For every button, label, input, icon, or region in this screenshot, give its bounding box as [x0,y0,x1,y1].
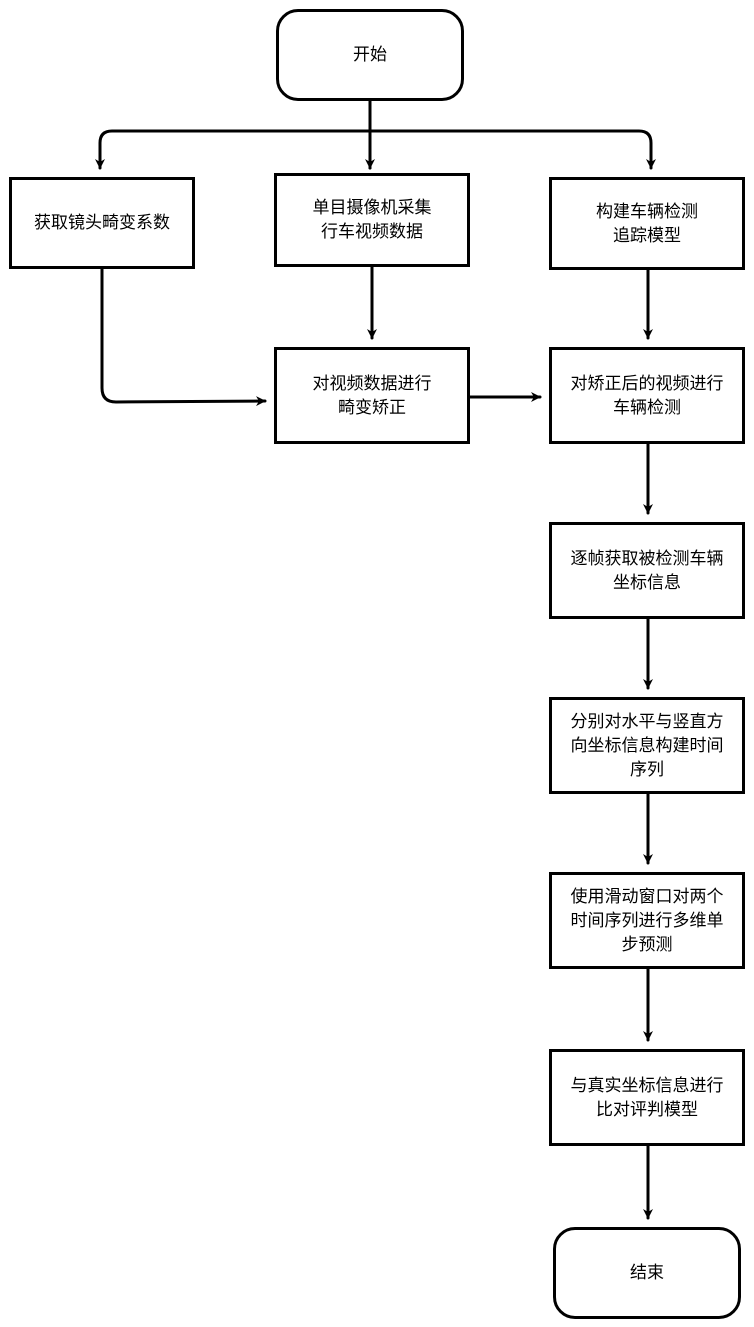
time-series-node: 分别对水平与竖直方 向坐标信息构建时间 序列 [549,697,745,794]
time-series-label: 分别对水平与竖直方 向坐标信息构建时间 序列 [571,710,724,782]
undistort-label: 对视频数据进行 畸变矫正 [313,372,432,420]
frame-coords-node: 逐帧获取被检测车辆 坐标信息 [549,522,745,619]
evaluation-node: 与真实坐标信息进行 比对评判模型 [549,1049,745,1146]
undistort-node: 对视频数据进行 畸变矫正 [274,347,470,444]
build-model-node: 构建车辆检测 追踪模型 [549,177,745,270]
build-model-label: 构建车辆检测 追踪模型 [596,200,698,248]
camera-capture-node: 单目摄像机采集 行车视频数据 [274,173,470,267]
vehicle-detection-node: 对矫正后的视频进行 车辆检测 [549,347,745,444]
lens-distortion-node: 获取镜头畸变系数 [9,177,195,269]
evaluation-label: 与真实坐标信息进行 比对评判模型 [571,1074,724,1122]
edge-start-build-model [370,131,651,168]
start-node-label: 开始 [353,43,387,67]
end-node: 结束 [553,1227,741,1319]
camera-capture-label: 单目摄像机采集 行车视频数据 [313,196,432,244]
end-node-label: 结束 [630,1261,664,1285]
prediction-label: 使用滑动窗口对两个 时间序列进行多维单 步预测 [571,885,724,957]
vehicle-detection-label: 对矫正后的视频进行 车辆检测 [571,372,724,420]
edge-lens-distortion-undistort [102,269,265,402]
frame-coords-label: 逐帧获取被检测车辆 坐标信息 [571,547,724,595]
prediction-node: 使用滑动窗口对两个 时间序列进行多维单 步预测 [549,872,745,969]
lens-distortion-label: 获取镜头畸变系数 [34,211,170,235]
edge-start-lens-distortion [100,131,370,168]
start-node: 开始 [276,9,464,101]
